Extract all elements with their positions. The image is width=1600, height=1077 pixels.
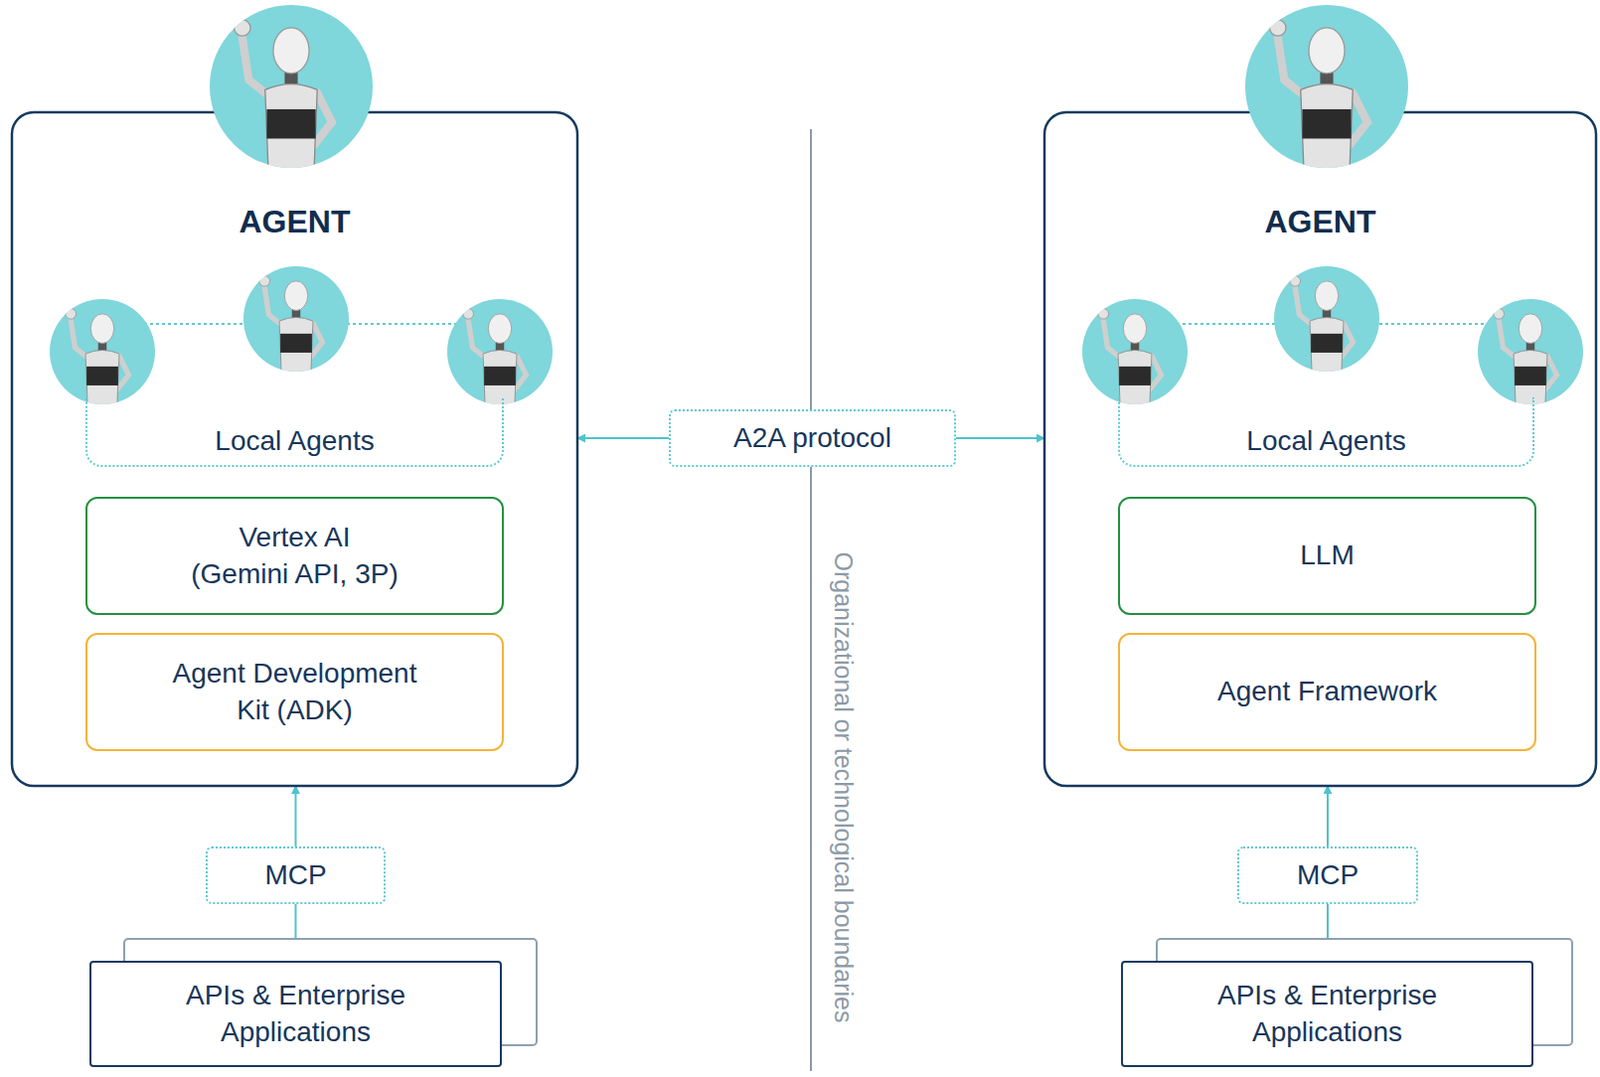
agent-container: AGENT Local AgentsLLM Agent Framework (1044, 112, 1597, 787)
robot-icon (209, 4, 373, 171)
framework-box: Agent Development Kit (ADK) (85, 633, 504, 752)
enterprise-box: APIs & Enterprise Applications (89, 960, 502, 1068)
connector-arrow (1326, 786, 1329, 847)
box-label: Agent Development Kit (ADK) (146, 655, 445, 729)
box-label: Local Agents (214, 423, 374, 460)
robot-icon (1477, 299, 1584, 407)
robot-icon (1082, 299, 1188, 407)
robot-icon (243, 266, 349, 374)
local-agents-group: Local Agents (85, 397, 504, 468)
protocol-box: A2A protocol (668, 409, 957, 468)
model-box: LLM (1118, 496, 1537, 616)
box-label: A2A protocol (733, 420, 892, 457)
agent-container: AGENT Local AgentsVertex AI (Gemini API, … (11, 112, 578, 787)
box-label: APIs & Enterprise Applications (147, 977, 446, 1051)
box-label: APIs & Enterprise Applications (1178, 977, 1477, 1051)
local-agents-group: Local Agents (1118, 397, 1535, 468)
box-label: MCP (264, 857, 326, 894)
connector-arrow (295, 786, 298, 847)
agent-heading: AGENT (11, 203, 578, 241)
robot-icon (1245, 4, 1409, 171)
box-label: Vertex AI (Gemini API, 3P) (146, 519, 445, 593)
connector-arrow (577, 437, 669, 440)
container-outline (11, 112, 578, 787)
boundary-line (809, 129, 812, 1072)
model-box: Vertex AI (Gemini API, 3P) (85, 496, 504, 616)
box-label: Local Agents (1246, 423, 1406, 460)
connector-arrow (956, 437, 1045, 440)
enterprise-box: APIs & Enterprise Applications (1120, 960, 1534, 1068)
box-label: MCP (1296, 857, 1359, 894)
box-label: Agent Framework (1217, 673, 1438, 710)
boundary-label: Organizational or technological boundari… (828, 551, 858, 1023)
protocol-box: MCP (205, 846, 386, 905)
agent-heading: AGENT (1044, 203, 1597, 241)
robot-icon (1274, 266, 1380, 374)
robot-icon (49, 299, 156, 407)
framework-box: Agent Framework (1118, 633, 1537, 752)
robot-icon (447, 299, 553, 407)
box-label: LLM (1299, 537, 1354, 574)
protocol-box: MCP (1237, 846, 1419, 905)
container-outline (1044, 112, 1597, 787)
